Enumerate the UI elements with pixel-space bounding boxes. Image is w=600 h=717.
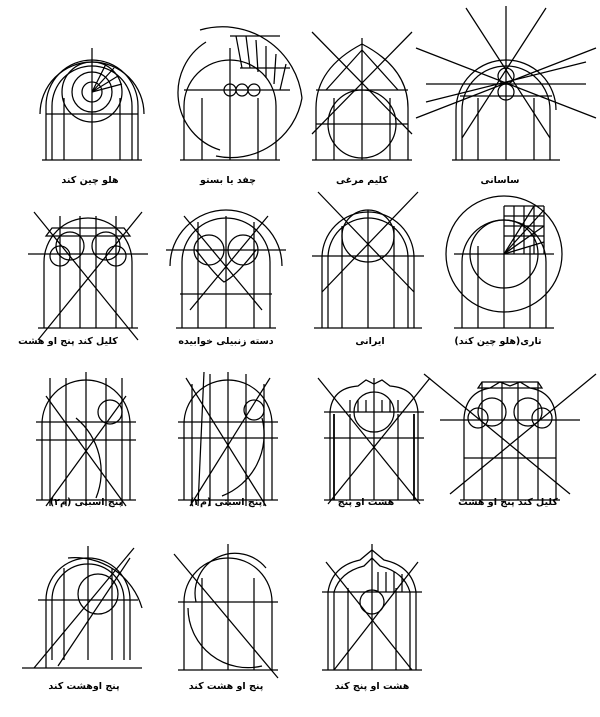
panel-label: دسته زنبیلی خوابیده bbox=[178, 336, 273, 347]
panel-label: هشت او پنج کند bbox=[335, 681, 410, 692]
panel-label: پنج اوهشت کند bbox=[48, 681, 119, 692]
panel-label: کلیل کند پنج او هشت bbox=[458, 497, 558, 508]
panel-label: ایرانی bbox=[355, 336, 384, 347]
arch-drawing bbox=[311, 31, 413, 161]
panel-kalil: کلیل کند پنج او هشت bbox=[18, 211, 148, 347]
arch-drawing bbox=[39, 48, 145, 161]
panel-label: پنج او هشت کند bbox=[189, 681, 264, 692]
panel-kond: هلو چین کند bbox=[39, 48, 145, 186]
panel-hasht-panj-kond: هشت او پنج کند bbox=[322, 544, 422, 692]
panel-label: ساسانی bbox=[481, 175, 520, 186]
panel-panj-asbati-1: پنج اسبتی (م۲) bbox=[36, 372, 136, 508]
panel-label: هشت او پنج bbox=[338, 497, 395, 508]
panel-label: تاری(هلو چین کند) bbox=[454, 336, 541, 347]
panel-zanbili: دسته زنبیلی خوابیده bbox=[166, 209, 286, 347]
panel-panj-hasht-kond: پنج اوهشت کند bbox=[22, 546, 143, 692]
arch-drawing bbox=[423, 373, 597, 501]
panel-bastu: چفد یا بستو bbox=[177, 26, 303, 186]
panel-panj-hasht-kond-2: پنج او هشت کند bbox=[173, 544, 279, 692]
panel-label: پنج اسبتی (م۲) bbox=[50, 497, 122, 508]
panel-label: کلیل کند پنج او هشت bbox=[18, 336, 118, 347]
arch-drawing bbox=[178, 371, 278, 507]
arch-drawing bbox=[317, 377, 431, 505]
panel-panj-asbati-2: پنج اسبتی (م۲) bbox=[178, 371, 278, 508]
panel-label: هلو چین کند bbox=[61, 175, 119, 186]
panel-sasani: ساسانی bbox=[415, 6, 597, 186]
panel-irani: ایرانی bbox=[312, 191, 424, 347]
arch-drawing bbox=[415, 6, 597, 161]
panel-label: کلیم مرغی bbox=[336, 175, 388, 186]
panel-label: چفد یا بستو bbox=[199, 175, 256, 186]
arch-drawing bbox=[445, 195, 563, 329]
panel-tari: تاری(هلو چین کند) bbox=[445, 195, 563, 347]
arch-drawing bbox=[36, 372, 136, 507]
panel-hasht-panj: هشت او پنج bbox=[317, 377, 431, 508]
arch-drawing bbox=[173, 544, 279, 679]
panel-kalil-2: کلیل کند پنج او هشت bbox=[423, 373, 597, 508]
arch-drawing bbox=[28, 211, 148, 341]
arch-drawing bbox=[177, 26, 303, 161]
arch-drawing bbox=[22, 546, 143, 669]
panel-label: پنج اسبتی (م۲) bbox=[190, 497, 262, 508]
arch-drawing bbox=[312, 191, 424, 329]
panel-morghi: کلیم مرغی bbox=[311, 31, 413, 186]
arch-drawing bbox=[322, 544, 422, 671]
arch-drawing bbox=[166, 209, 286, 329]
